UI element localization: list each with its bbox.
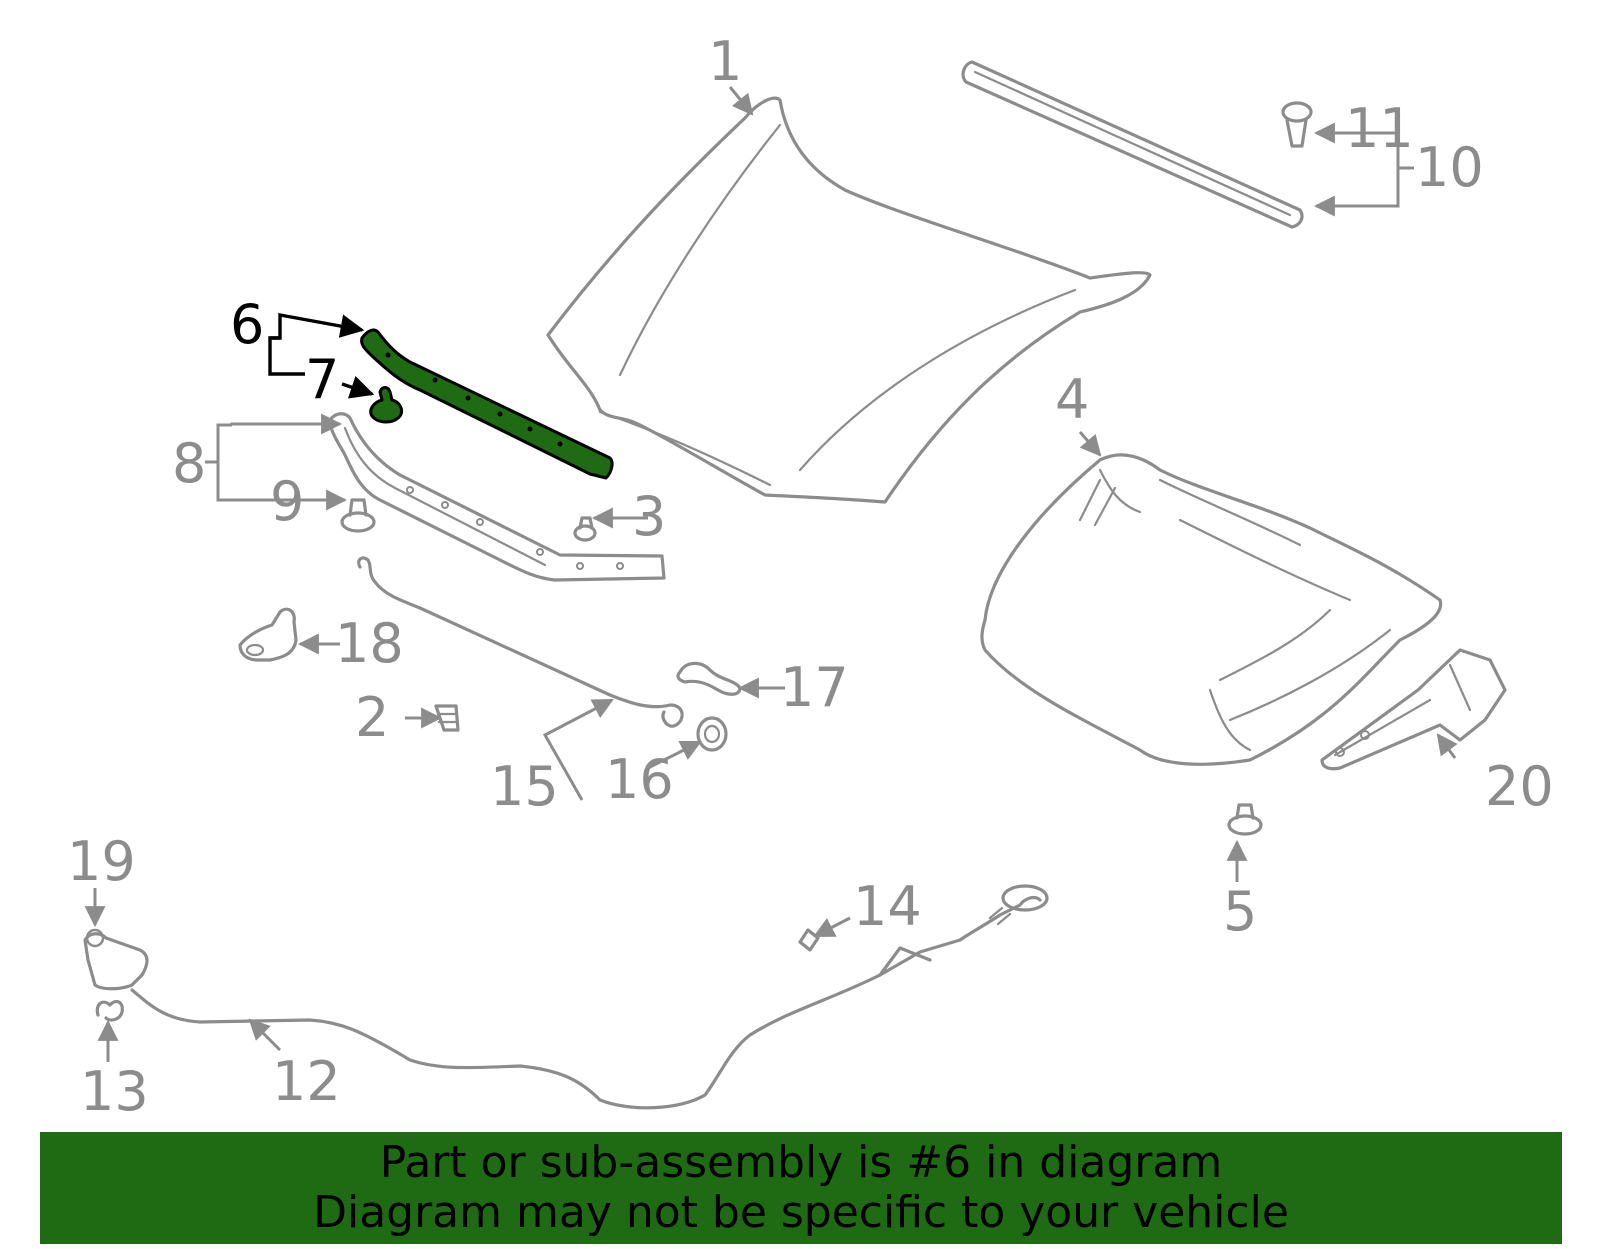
hood-weatherstrip	[961, 60, 1304, 229]
callout-2: 2	[355, 686, 389, 749]
callout-8: 8	[172, 432, 206, 495]
callout-13: 13	[80, 1060, 149, 1123]
callout-14: 14	[853, 875, 922, 938]
hood-insulator-pad	[980, 453, 1443, 766]
callout-16: 16	[605, 748, 674, 811]
callout-3: 3	[632, 485, 666, 548]
callout-9: 9	[270, 470, 304, 533]
seal-retainer-clip-highlighted	[369, 386, 404, 424]
callout-19: 19	[67, 830, 136, 893]
hood-bumper-stop	[1227, 803, 1263, 836]
banner-line-disclaimer: Diagram may not be specific to your vehi…	[313, 1187, 1289, 1238]
callout-labels: 1 11 10 6 7 8 9 3 4 18 17 2 15 16 20 19 …	[67, 30, 1554, 1123]
callout-18: 18	[335, 612, 404, 675]
cable-clamp	[798, 928, 820, 952]
prop-rod-holder	[676, 661, 742, 696]
weatherstrip-clip	[1281, 101, 1313, 148]
cable-clip	[95, 999, 124, 1022]
hood-prop-rod	[357, 556, 684, 728]
hood-release-lever	[83, 928, 149, 991]
callout-20: 20	[1485, 755, 1554, 818]
callout-10: 10	[1415, 136, 1484, 199]
hood-panel	[546, 96, 1152, 504]
callout-15: 15	[490, 755, 559, 818]
banner-line-part-number: Part or sub-assembly is #6 in diagram	[379, 1137, 1223, 1188]
prop-rod-grommet	[696, 716, 728, 752]
callout-1: 1	[708, 30, 742, 93]
hood-lock-support	[1320, 648, 1507, 771]
strip-push-clip	[340, 498, 376, 533]
callout-5: 5	[1223, 880, 1257, 943]
callout-12: 12	[272, 1050, 341, 1113]
callout-17: 17	[780, 656, 849, 719]
hood-clip-3	[573, 516, 597, 542]
hood-front-seal-highlighted	[360, 328, 614, 480]
callout-11: 11	[1345, 97, 1414, 160]
hood-release-cable	[130, 884, 1049, 1110]
callout-4: 4	[1055, 368, 1089, 431]
callout-6: 6	[230, 293, 264, 356]
prop-rod-bracket	[238, 607, 298, 662]
hood-seal-strip	[328, 412, 666, 582]
notice-banner: Part or sub-assembly is #6 in diagram Di…	[40, 1132, 1562, 1244]
callout-7: 7	[305, 348, 339, 411]
leader-lines	[84, 86, 1458, 1062]
